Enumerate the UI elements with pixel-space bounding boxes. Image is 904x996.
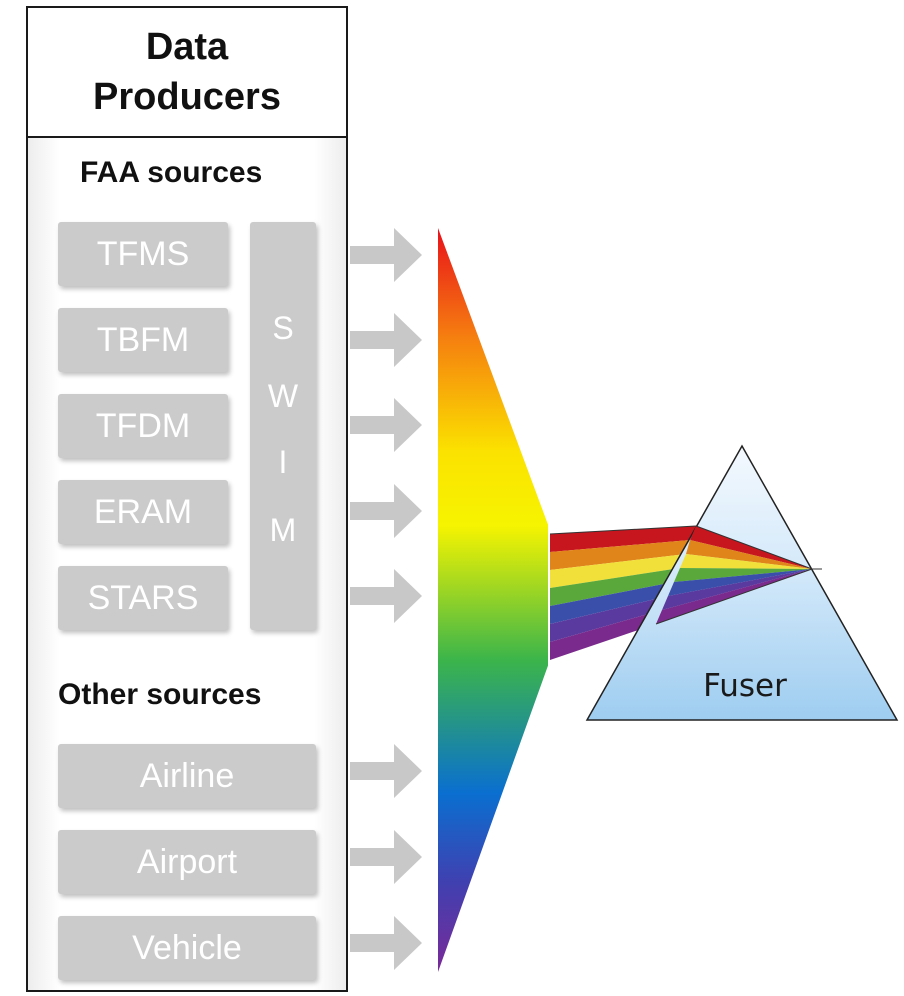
arrow-icon: [350, 830, 422, 884]
source-eram: ERAM: [58, 480, 228, 544]
swim-letter-i: I: [278, 444, 288, 480]
data-producers-panel: Data Producers FAA sources TFMS TBFM TFD…: [26, 6, 348, 992]
arrow-icon: [350, 569, 422, 623]
arrow-icon: [350, 916, 422, 970]
arrow-icon: [350, 398, 422, 452]
source-tbfm: TBFM: [58, 308, 228, 372]
source-tfms: TFMS: [58, 222, 228, 286]
arrow-icon: [350, 744, 422, 798]
beam-edge: [549, 525, 697, 535]
swim-letter-s: S: [272, 310, 294, 346]
source-tfdm: TFDM: [58, 394, 228, 458]
beam-edge: [695, 525, 813, 570]
beam-orange: [550, 540, 690, 570]
beam-blue: [550, 582, 674, 624]
beam-green: [550, 568, 680, 606]
arrow-icon: [350, 228, 422, 282]
beam-indigo: [550, 596, 668, 642]
source-airport: Airport: [58, 830, 316, 894]
source-vehicle: Vehicle: [58, 916, 316, 980]
source-stars: STARS: [58, 566, 228, 630]
swim-letter-m: M: [269, 512, 297, 548]
beam-group: [550, 526, 696, 660]
arrow-group: [350, 228, 422, 970]
data-producers-title: Data Producers: [28, 8, 346, 138]
arrow-icon: [350, 313, 422, 367]
faa-sources-heading: FAA sources: [80, 156, 263, 189]
beam-yellow: [550, 554, 686, 588]
swim-bar: S W I M: [250, 222, 316, 630]
beam-edge: [655, 568, 813, 625]
swim-letter-w: W: [267, 378, 299, 414]
other-sources-heading: Other sources: [58, 678, 262, 711]
beam-violet: [550, 610, 662, 660]
fuser-label: Fuser: [703, 668, 787, 704]
arrow-icon: [350, 484, 422, 538]
source-airline: Airline: [58, 744, 316, 808]
sources-body: FAA sources TFMS TBFM TFDM ERAM STARS S …: [28, 138, 346, 990]
spectrum-wedge: [438, 228, 550, 972]
